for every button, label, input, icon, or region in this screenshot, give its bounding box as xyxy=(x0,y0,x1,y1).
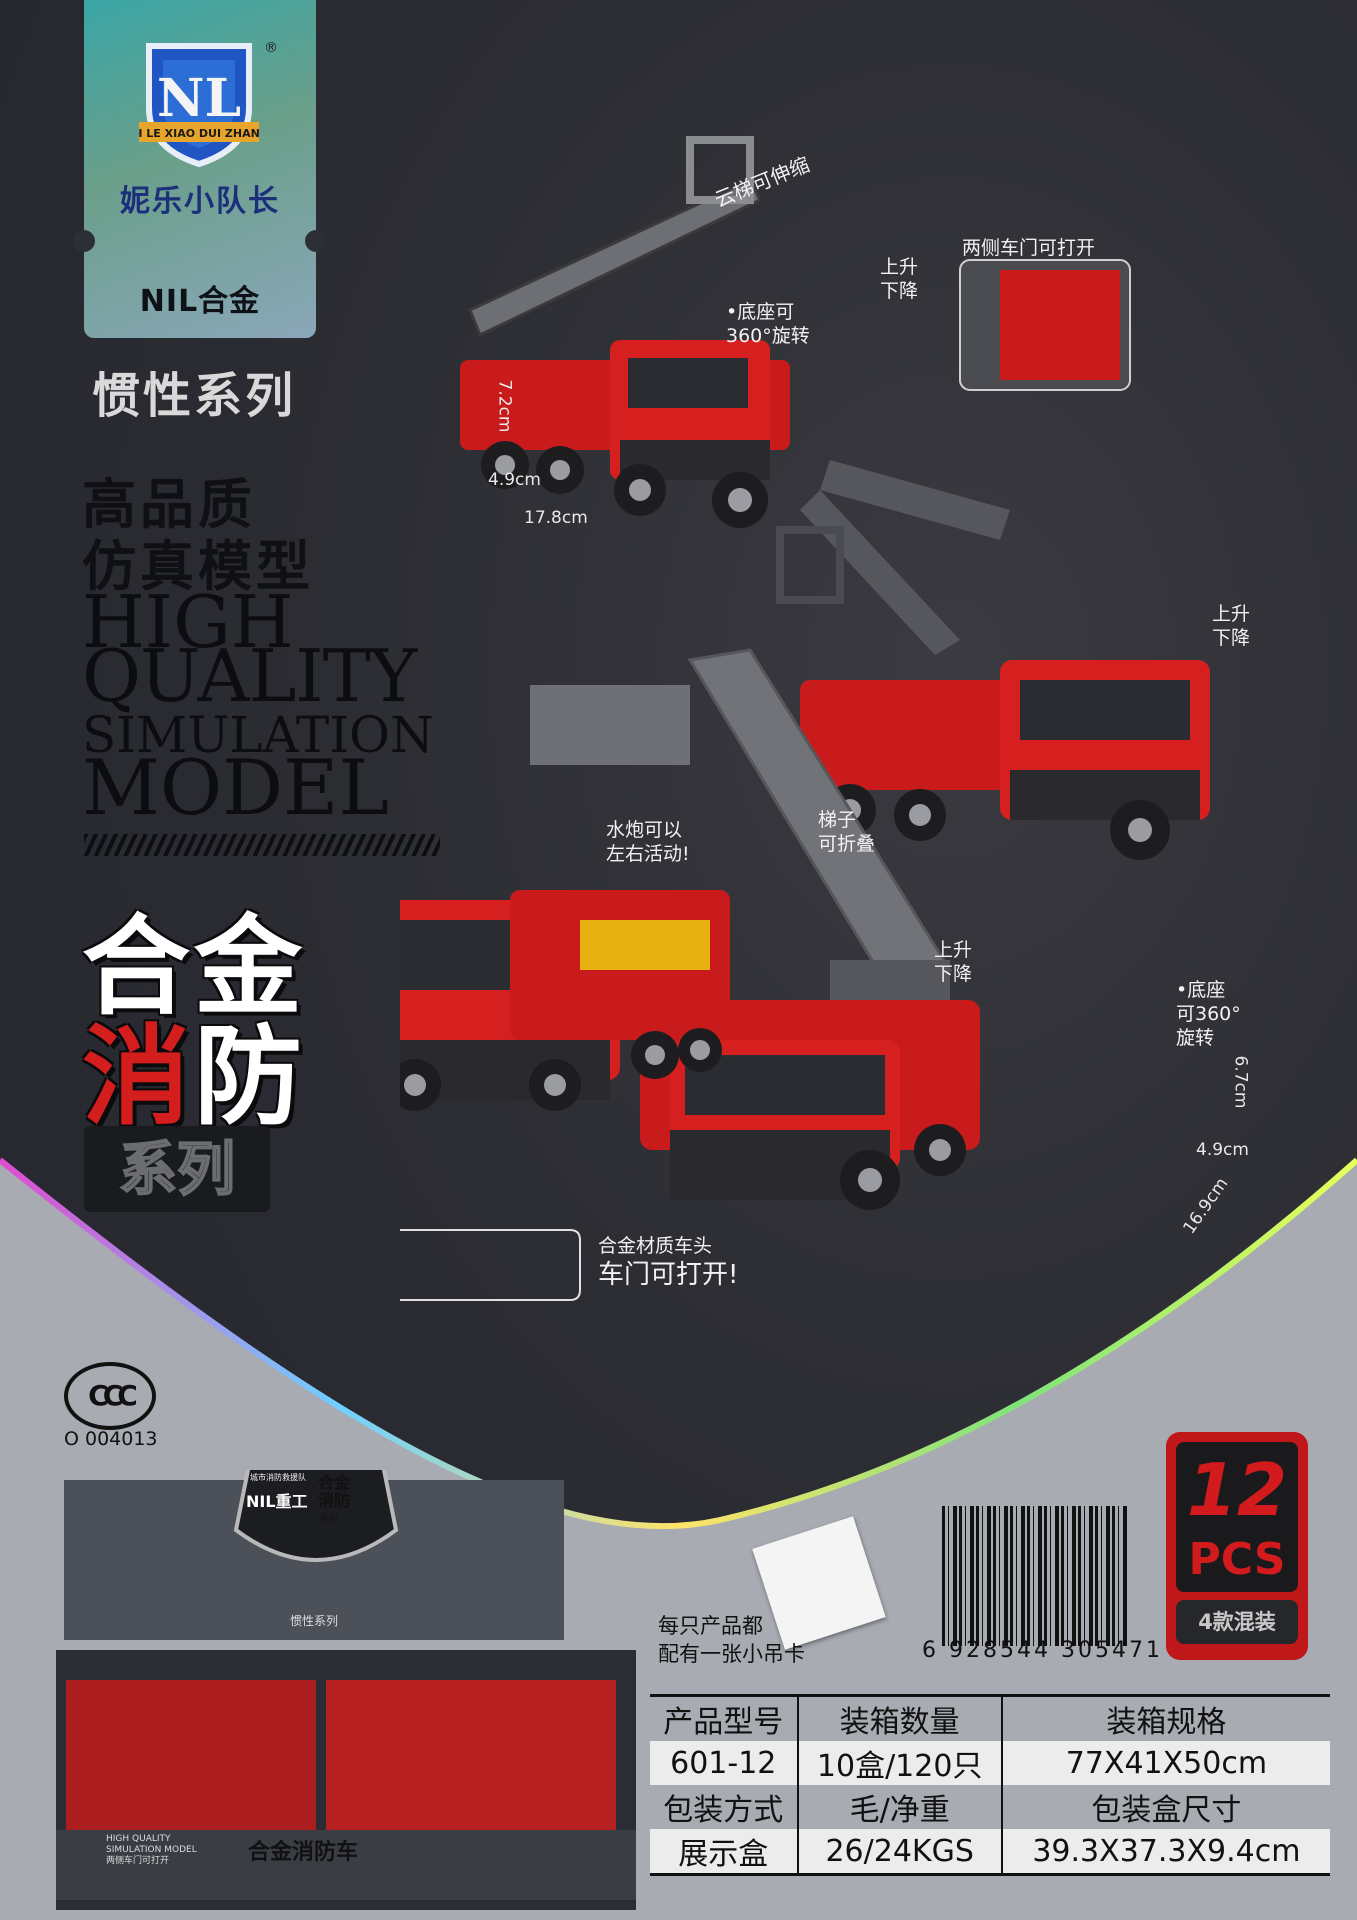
brand-name-cn: 妮乐小队长 xyxy=(120,184,280,219)
box-panel-label: 惯性系列 xyxy=(290,1614,339,1628)
box-crest-title: 合金消防 xyxy=(318,1473,351,1510)
truck-ladder-1-image xyxy=(460,136,790,528)
pcs-unit: PCS xyxy=(1188,1534,1286,1585)
pcs-number: 12 xyxy=(1186,1448,1288,1532)
pcs-mix-label: 4款混装 xyxy=(1176,1600,1298,1644)
pcs-badge: 12 PCS 4款混装 xyxy=(1166,1432,1308,1660)
series-label: 惯性系列 xyxy=(92,368,297,424)
dim-truck1-width: 4.9cm xyxy=(488,470,541,490)
hatch-divider xyxy=(84,834,440,856)
title-char-fang: 防 xyxy=(194,1015,307,1140)
barcode-digits: 6 928544 305471 xyxy=(922,1638,1163,1663)
headline-cn-line2: 仿真模型 xyxy=(82,535,314,598)
box-crest-top: 城市消防救援队 xyxy=(250,1473,306,1482)
table-cell: 26/24KGS xyxy=(796,1829,1002,1875)
table-cell: 毛/净重 xyxy=(796,1785,1002,1829)
barcode-image xyxy=(942,1506,1128,1646)
ccc-certification-icon: CCC xyxy=(64,1362,156,1430)
svg-text:NL: NL xyxy=(157,68,241,129)
callout-doors-open: 两侧车门可打开 xyxy=(962,237,1096,259)
title-line2: 消防 xyxy=(82,990,306,1146)
title-char-xiao: 消 xyxy=(82,1015,195,1140)
dim-truck1-length: 17.8cm xyxy=(524,508,588,528)
hang-tag-note: 每只产品都配有一张小吊卡 xyxy=(658,1614,805,1666)
title-line1: 合金 xyxy=(82,905,307,1030)
table-row: 包装方式 毛/净重 包装盒尺寸 xyxy=(650,1785,1330,1829)
table-cell: 601-12 xyxy=(650,1741,798,1785)
fire-trucks-illustration xyxy=(400,136,1210,1301)
headline-en-line3: SIMULATION xyxy=(82,706,434,764)
truck-ladder-2-image xyxy=(776,460,1210,860)
table-row: 展示盒 26/24KGS 39.3X37.3X9.4cm xyxy=(650,1829,1330,1875)
brand-logo-card: NL NI LE XIAO DUI ZHANG ® 妮乐小队长 NIL合金 xyxy=(73,0,327,338)
box-crest-brand: NIL重工 xyxy=(246,1492,308,1511)
registered-mark: ® xyxy=(264,40,278,56)
headline-en-line4: MODEL xyxy=(82,743,390,832)
callout-up-down-3: 上升下降 xyxy=(934,939,973,985)
table-cell: 包装方式 xyxy=(663,1793,784,1828)
spec-table: 产品型号 装箱数量 装箱规格 601-12 10盒/120只 77X41X50c… xyxy=(650,1694,1330,1876)
svg-text:NI LE XIAO DUI ZHANG: NI LE XIAO DUI ZHANG xyxy=(139,127,259,140)
callout-up-down-2: 上升下降 xyxy=(1212,603,1251,649)
callout-ladder-fold: 梯子可折叠 xyxy=(818,809,876,855)
display-box-image xyxy=(56,1470,636,1910)
series-box-label: 系列 xyxy=(118,1134,236,1204)
table-cell: 10盒/120只 xyxy=(796,1741,1002,1785)
table-cell: 装箱规格 xyxy=(1000,1695,1330,1741)
table-row: 601-12 10盒/120只 77X41X50cm xyxy=(650,1741,1330,1785)
callout-up-down-1: 上升下降 xyxy=(880,256,919,302)
dim-truck1-height: 7.2cm xyxy=(494,379,515,433)
headline-cn-line1: 高品质 xyxy=(82,473,256,536)
headline-en-line1: HIGH xyxy=(82,580,294,664)
table-cell: 展示盒 xyxy=(650,1829,798,1875)
dim-truck4-height: 6.7cm xyxy=(1230,1055,1251,1109)
table-cell: 77X41X50cm xyxy=(1000,1741,1330,1785)
truck-water-cannon-image xyxy=(400,890,730,1111)
callout-base-rotate-2: •底座可360°旋转 xyxy=(1176,979,1241,1049)
series-box: 系列 xyxy=(84,1126,270,1212)
table-cell: 包装盒尺寸 xyxy=(1000,1785,1330,1829)
table-cell: 产品型号 xyxy=(663,1705,784,1740)
callout-cannon: 水炮可以左右活动! xyxy=(606,819,690,865)
brand-wordmark: NIL合金 xyxy=(139,284,261,319)
box-crest-series: 系列 xyxy=(320,1515,339,1525)
table-cell: 39.3X37.3X9.4cm xyxy=(1000,1829,1330,1875)
ccc-code: O 004013 xyxy=(64,1428,158,1450)
callout-alloy-cab: 合金材质车头车门可打开! xyxy=(598,1235,739,1290)
dim-truck4-width: 4.9cm xyxy=(1196,1140,1249,1160)
table-row: 产品型号 装箱数量 装箱规格 xyxy=(650,1695,1330,1741)
table-cell: 装箱数量 xyxy=(796,1695,1002,1741)
headline-en-line2: QUALITY xyxy=(82,634,417,718)
box-front-title: 合金消防车 xyxy=(248,1840,359,1865)
shield-logo-icon: NL NI LE XIAO DUI ZHANG xyxy=(139,43,259,168)
